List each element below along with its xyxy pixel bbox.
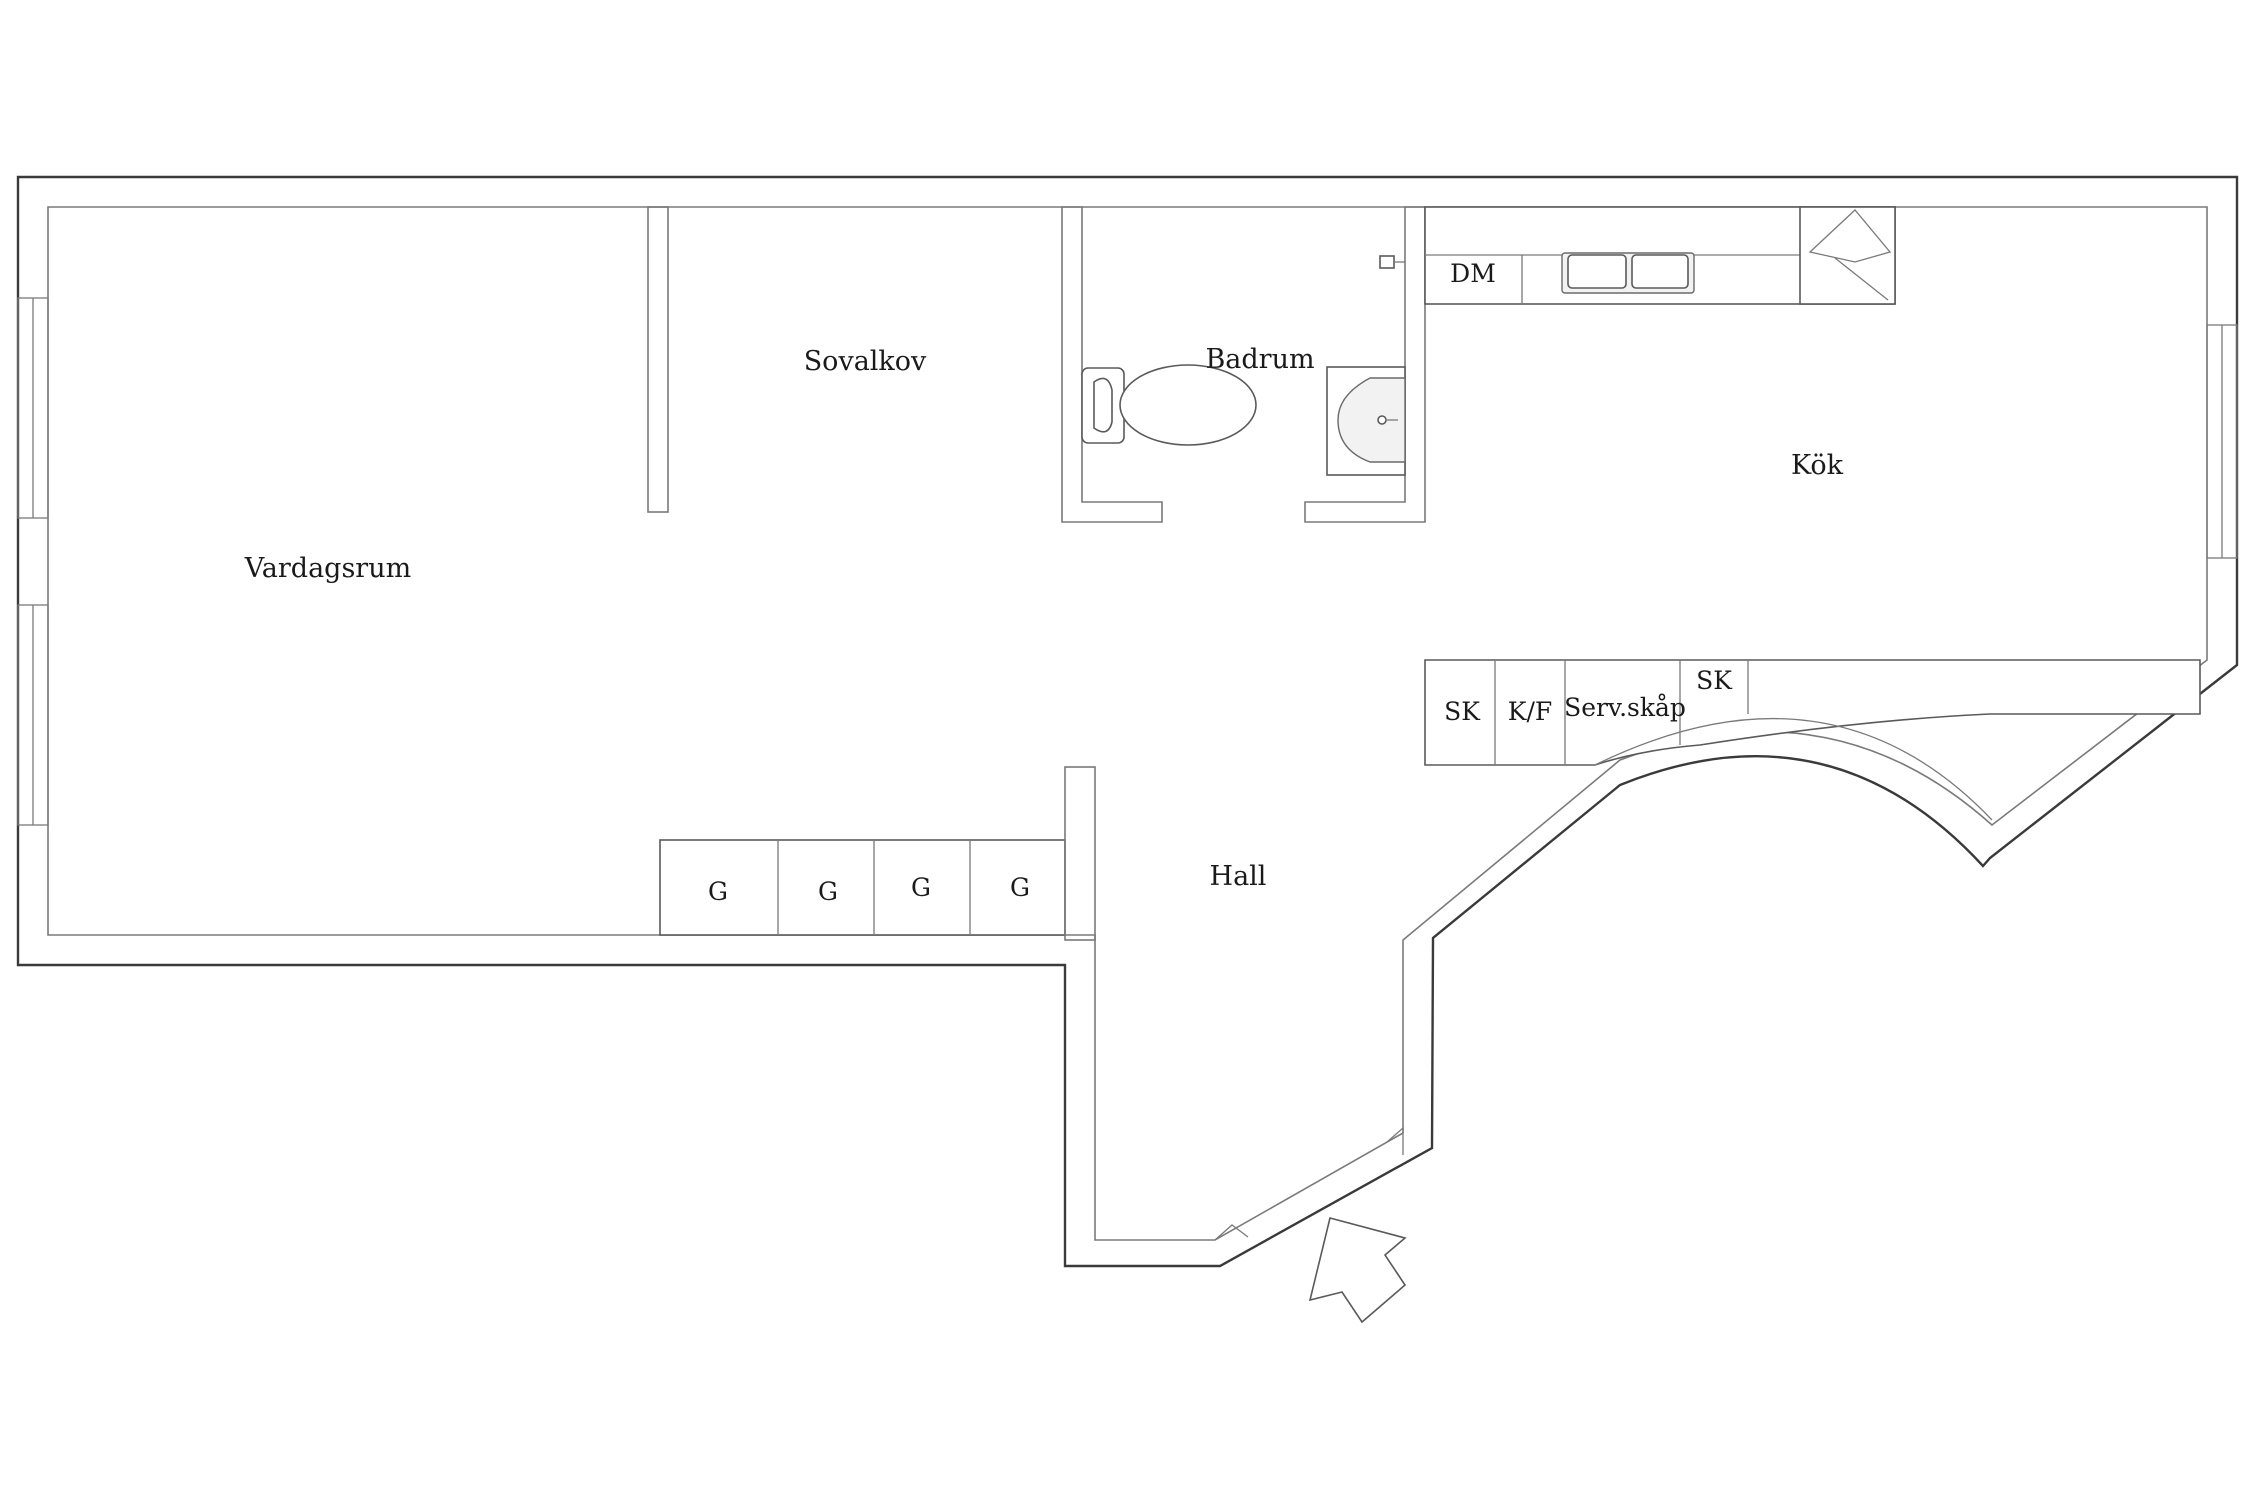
- shower-head: [1379, 255, 1405, 269]
- inner-wall: [47, 206, 2208, 1241]
- range-hood: [1808, 209, 1892, 301]
- toilet: [1081, 364, 1257, 446]
- kitchen-unit-label: K/F: [1508, 697, 1552, 726]
- partition-wall-sovalkov: [647, 206, 669, 513]
- wardrobe-label: G: [911, 873, 931, 902]
- room-label-kok: Kök: [1791, 450, 1844, 481]
- outer-wall: [16, 175, 2239, 1268]
- kitchen-unit-label: SK: [1444, 697, 1481, 726]
- kitchen-unit-label: Serv.skåp: [1564, 693, 1686, 722]
- room-label-vardagsrum: Vardagsrum: [244, 553, 411, 584]
- bathroom-wall-right: [1304, 206, 1426, 523]
- kitchen-sink-basin-left: [1567, 254, 1627, 289]
- hall-partition-wall: [1064, 766, 1096, 941]
- kitchen-counter-lower: [1424, 659, 2201, 766]
- entrance-arrow-icon: [1308, 1217, 1407, 1324]
- room-label-hall: Hall: [1210, 861, 1267, 892]
- entrance-door-left: [1214, 1224, 1249, 1241]
- entrance-door-right: [1386, 1126, 1404, 1155]
- dishwasher-label: DM: [1450, 259, 1496, 288]
- kitchen-unit-label: SK: [1696, 666, 1733, 695]
- wardrobe-row: [659, 839, 1066, 936]
- wardrobe-label: G: [818, 877, 838, 906]
- wardrobe-label: G: [708, 877, 728, 906]
- wardrobe-label: G: [1010, 873, 1030, 902]
- room-label-sovalkov: Sovalkov: [804, 346, 927, 377]
- room-label-badrum: Badrum: [1205, 344, 1314, 375]
- bathroom-wall: [1061, 206, 1163, 523]
- stove: [1799, 206, 1896, 305]
- washbasin: [1326, 366, 1406, 476]
- curved-counter-outline: [1594, 717, 1993, 821]
- kitchen-sink-basin-right: [1631, 254, 1689, 289]
